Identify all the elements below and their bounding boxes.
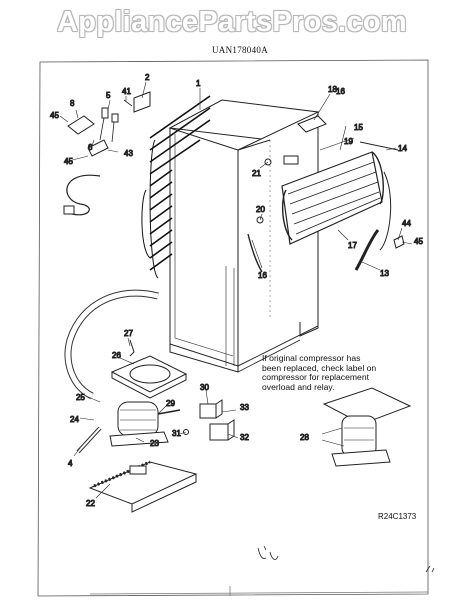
condenser-coil — [141, 95, 211, 279]
callout-45-a: 45 — [50, 111, 59, 120]
screw-31 — [183, 429, 189, 435]
compressor-base — [88, 460, 198, 513]
callout-45-c: 45 — [414, 237, 423, 246]
drier — [76, 426, 102, 454]
suction-line — [354, 229, 380, 271]
callout-22: 22 — [86, 499, 95, 508]
watermark: AppliancePartsPros.com — [57, 6, 407, 38]
compressor — [109, 401, 181, 447]
callout-16-bottom: 16 — [258, 271, 267, 280]
callout-6: 6 — [88, 143, 93, 152]
callout-16-top: 16 — [336, 87, 345, 96]
note-line-2: been replaced, check label on — [262, 362, 377, 373]
part-callouts: 1 2 4 5 6 8 13 14 15 16 16 17 18 19 20 2… — [50, 73, 424, 509]
callout-23: 23 — [150, 439, 159, 448]
callout-31: 31 — [172, 429, 181, 438]
heater-wire — [247, 233, 263, 273]
replacement-compressor — [322, 387, 412, 467]
callout-5: 5 — [106, 91, 111, 100]
callout-33: 33 — [240, 403, 249, 412]
overload — [209, 419, 235, 441]
callout-27: 27 — [124, 329, 133, 338]
cabinet — [168, 99, 320, 373]
callout-2: 2 — [145, 73, 150, 82]
drain-pan — [110, 355, 188, 399]
note-line-1: If original compressor has — [262, 353, 361, 363]
callout-29: 29 — [166, 399, 175, 408]
callout-25: 25 — [76, 393, 85, 402]
callout-15: 15 — [354, 123, 363, 132]
power-cord — [63, 174, 101, 216]
evaporator — [281, 141, 399, 251]
callout-21: 21 — [252, 169, 261, 178]
callout-43: 43 — [124, 149, 133, 158]
compressor-note: If original compressor has been replaced… — [262, 353, 412, 392]
diagram-reference: R24C1373 — [378, 512, 417, 521]
model-number: UAN178040A — [212, 45, 268, 55]
callout-24: 24 — [70, 415, 79, 424]
callout-4: 4 — [68, 459, 73, 468]
callout-26: 26 — [112, 351, 121, 360]
control-parts — [67, 91, 151, 157]
callout-18: 18 — [328, 85, 337, 94]
callout-17: 17 — [348, 241, 357, 250]
callout-13: 13 — [380, 269, 389, 278]
callout-44: 44 — [402, 219, 411, 228]
callout-45-b: 45 — [64, 157, 73, 166]
callout-32: 32 — [240, 433, 249, 442]
relay — [199, 399, 223, 419]
bottom-rule — [89, 591, 429, 595]
callout-30: 30 — [200, 383, 209, 392]
note-line-3: compressor for replacement — [262, 372, 369, 383]
callout-1: 1 — [196, 79, 201, 88]
callout-20: 20 — [256, 205, 265, 214]
leader-lines — [59, 81, 413, 499]
callout-19: 19 — [344, 137, 353, 146]
callout-41: 41 — [122, 87, 131, 96]
note-line-4: overload and relay. — [262, 381, 335, 392]
callout-14: 14 — [398, 144, 407, 153]
diagram-border — [37, 59, 429, 597]
evaporator-parts — [256, 115, 405, 249]
callout-8: 8 — [70, 99, 75, 108]
callout-28: 28 — [300, 433, 309, 442]
drain-tube-clip — [129, 339, 135, 357]
scribble-marks — [257, 545, 435, 573]
